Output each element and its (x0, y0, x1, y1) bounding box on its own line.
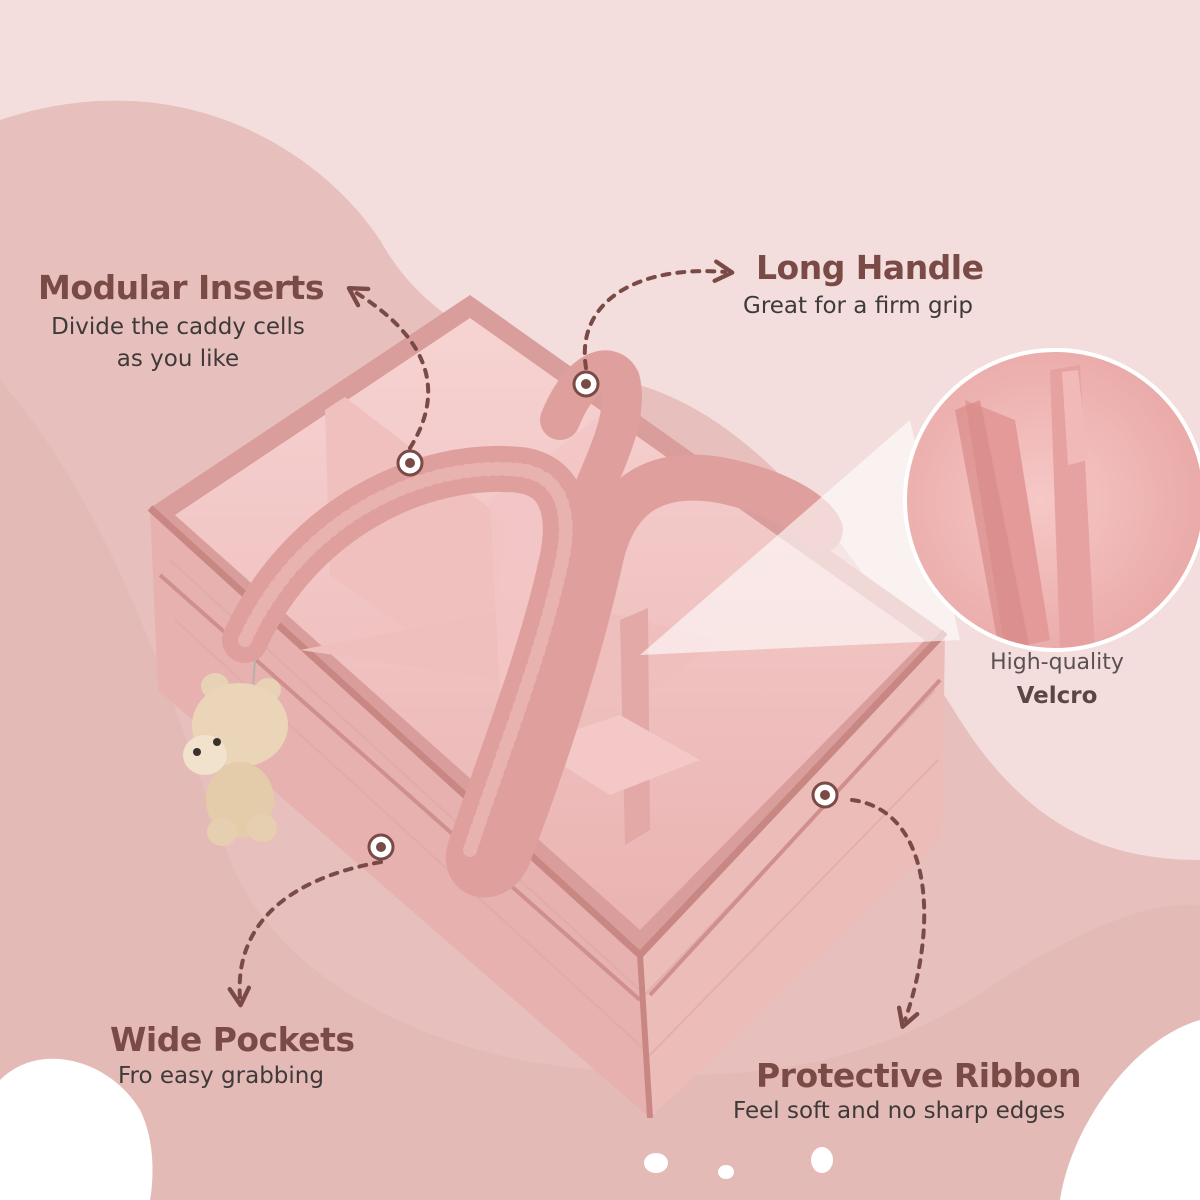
protective-ribbon-subtitle: Feel soft and no sharp edges (733, 1098, 1066, 1124)
modular-inserts-title: Modular Inserts (38, 268, 324, 307)
modular-inserts-line1: Divide the caddy cells (51, 314, 305, 340)
velcro-label-line2: Velcro (1016, 683, 1098, 709)
callout-dot-icon (811, 781, 839, 809)
protective-ribbon-title: Protective Ribbon (756, 1056, 1081, 1095)
decor-dot (644, 1153, 668, 1173)
dashed-arrow-icon (346, 286, 431, 450)
decor-dot (811, 1147, 833, 1173)
diaper-caddy (147, 295, 948, 1119)
corner-cloud-left (0, 1058, 153, 1200)
velcro-label-line1: High-quality (990, 650, 1124, 675)
callout-dot-icon (572, 370, 600, 398)
dashed-arrow-icon (850, 798, 927, 1029)
wide-pockets-subtitle: Fro easy grabbing (118, 1063, 324, 1089)
long-handle-subtitle: Great for a firm grip (743, 293, 973, 319)
velcro-zoom-circle (903, 348, 1200, 652)
caddy-right-side (640, 632, 945, 1118)
dashed-arrow-icon (582, 259, 735, 370)
callout-dot-icon (396, 449, 424, 477)
decor-dot (718, 1165, 734, 1179)
right-pocket-seam (648, 678, 942, 997)
corner-cloud-right (1060, 1020, 1200, 1200)
callout-dot-icon (367, 833, 395, 861)
divider-panel (325, 397, 505, 690)
teddy-bear-icon (183, 659, 288, 846)
wide-pockets-title: Wide Pockets (110, 1020, 355, 1059)
caddy-front-side (150, 508, 650, 1118)
background-wave-lower (0, 380, 1200, 1200)
dashed-arrow-icon (227, 860, 383, 1008)
long-handle-title: Long Handle (756, 248, 984, 287)
modular-inserts-line2: as you like (116, 346, 240, 372)
zoom-beam (640, 420, 960, 655)
